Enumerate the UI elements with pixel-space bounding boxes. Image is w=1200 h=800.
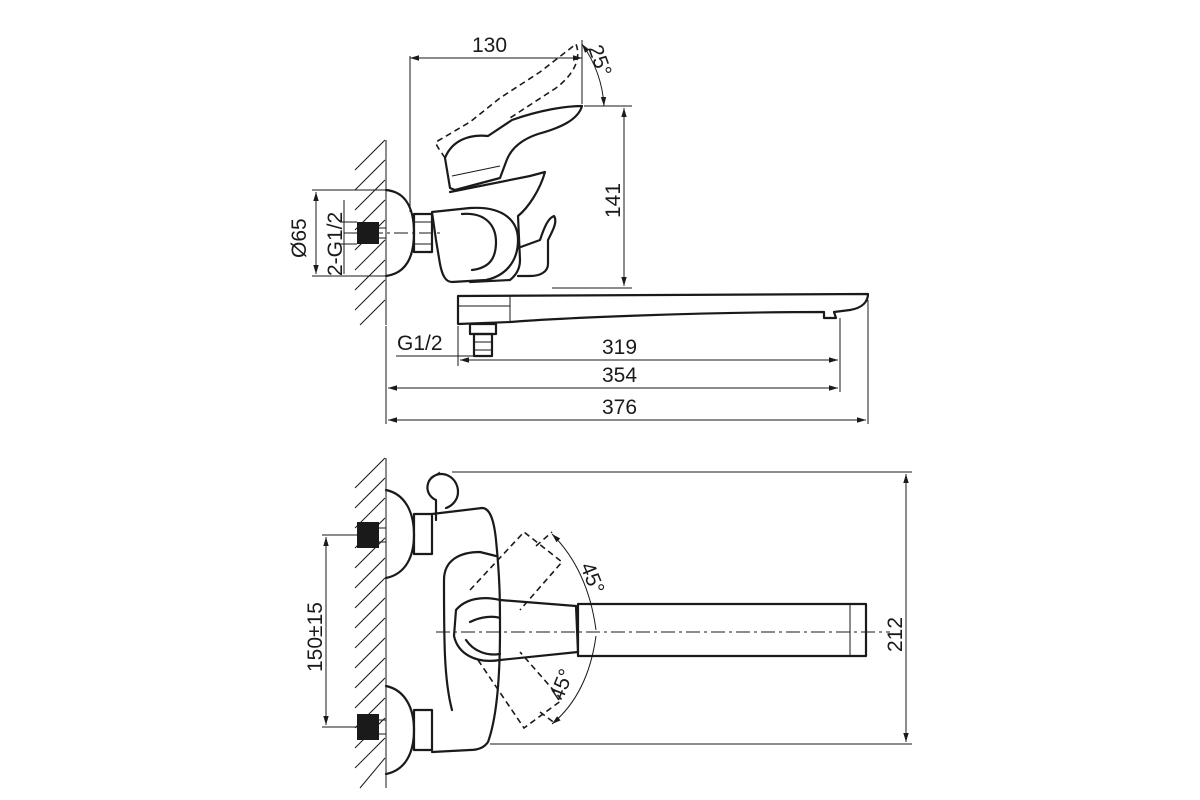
dim-overall-width: 212 xyxy=(884,617,907,652)
arc-rotation-upper xyxy=(551,533,597,631)
top-lever xyxy=(452,597,580,662)
top-spout xyxy=(576,602,868,658)
dim-overall-length: 376 xyxy=(602,396,637,419)
top-inlet-fitting-lower xyxy=(357,714,386,740)
dim-spout-length: 319 xyxy=(602,336,637,359)
dim-rotation-upper: 45° xyxy=(575,559,608,597)
dim-spout-reach: 354 xyxy=(602,364,637,387)
dim-inlet-spacing: 150±15 xyxy=(304,602,327,672)
arc-rotation-lower xyxy=(551,635,597,725)
top-flange-lower xyxy=(384,684,416,776)
dim-handle-tilt: 25° xyxy=(583,42,615,80)
shower-hook xyxy=(426,472,460,522)
wall-hatch-bottom xyxy=(354,457,387,789)
dim-handle-reach: 130 xyxy=(472,34,507,57)
dim-height: 141 xyxy=(602,183,625,218)
top-nut-lower xyxy=(412,708,434,752)
side-body-inner xyxy=(460,212,498,272)
dim-inlet-thread: 2-G1/2 xyxy=(324,212,347,276)
dim-outlet-thread: G1/2 xyxy=(397,332,443,355)
side-inlet-fitting xyxy=(357,222,386,244)
diverter-knob xyxy=(516,214,557,278)
top-lever-rotated-upper xyxy=(469,530,564,611)
side-view: 130 25° 141 Ø65 2-G1/2 G1/2 319 354 xyxy=(288,34,870,424)
top-view: 45° 45° 150±15 212 xyxy=(304,457,912,789)
top-inlet-fitting-upper xyxy=(357,522,386,548)
lever-handle xyxy=(443,104,584,192)
dim-diameter: Ø65 xyxy=(288,218,311,258)
side-spout xyxy=(456,292,870,326)
cartridge-housing xyxy=(448,170,547,284)
top-flange-upper xyxy=(384,488,416,580)
side-outlet-nozzle xyxy=(468,322,498,358)
top-lever-inner xyxy=(464,615,502,656)
lever-handle-tilted xyxy=(435,42,579,159)
dim-rotation-lower: 45° xyxy=(545,666,578,704)
top-body xyxy=(430,506,502,754)
top-nut-upper xyxy=(412,512,434,556)
side-body xyxy=(430,206,520,284)
